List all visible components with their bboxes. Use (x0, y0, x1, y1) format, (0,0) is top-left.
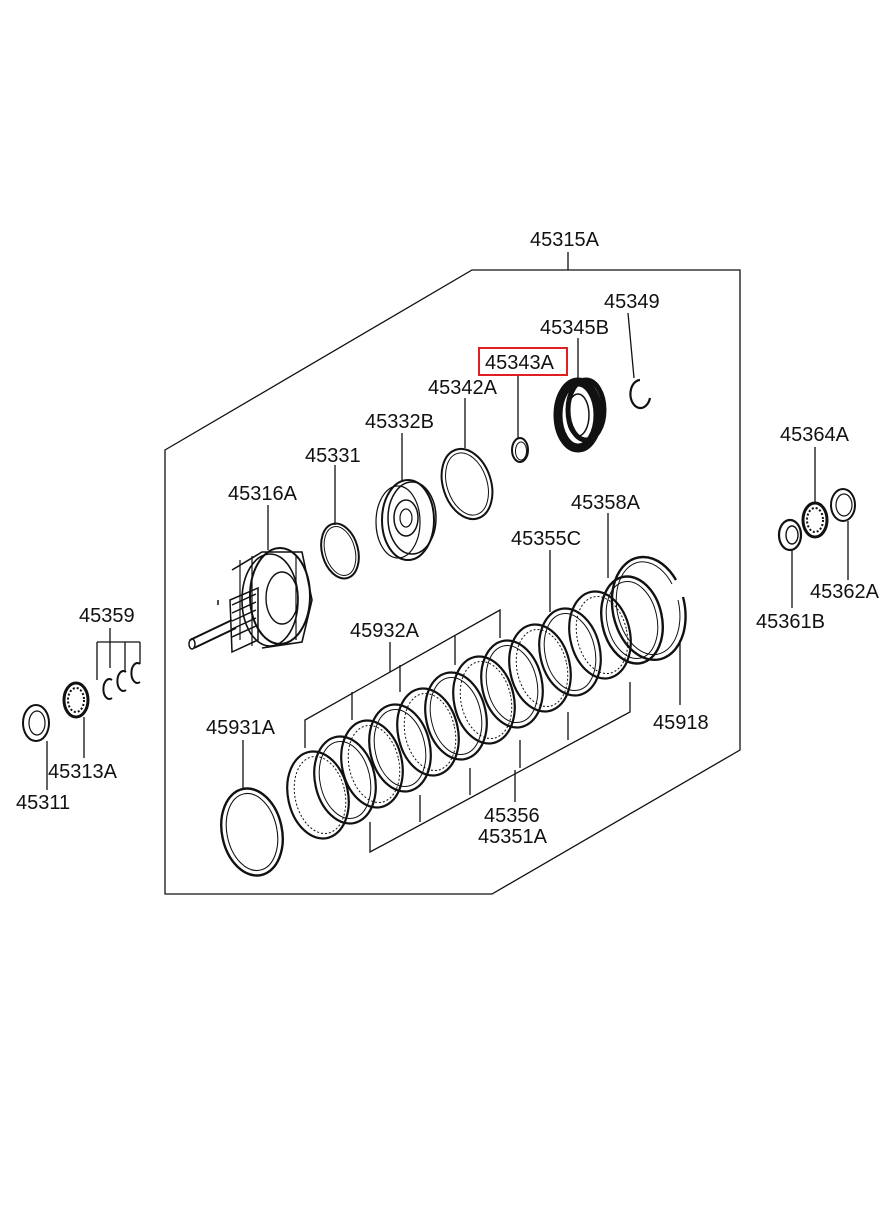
clutch-pack (214, 571, 671, 882)
part-45362A-washer[interactable] (830, 488, 856, 522)
label-45313A[interactable]: 45313A (48, 761, 118, 783)
part-45931A-plate[interactable] (214, 783, 291, 882)
clutch-plate-1-teeth (293, 755, 347, 835)
part-45313A-bearing[interactable] (62, 681, 90, 719)
clutch-plate-4-inner (373, 708, 427, 788)
label-45345B[interactable]: 45345B (540, 317, 609, 339)
label-45355C[interactable]: 45355C (511, 528, 581, 550)
clutch-plate-7[interactable] (446, 651, 523, 750)
label-45932A[interactable]: 45932A (350, 620, 420, 642)
label-45356[interactable]: 45356 (484, 805, 540, 827)
clutch-plate-9-teeth (515, 628, 569, 708)
part-45359-clips[interactable] (102, 662, 141, 700)
label-45342A[interactable]: 45342A (428, 377, 498, 399)
label-45343A[interactable]: 45343A (485, 352, 555, 374)
label-45362A[interactable]: 45362A (810, 581, 880, 603)
clutch-plate-4[interactable] (362, 699, 439, 798)
label-45349[interactable]: 45349 (604, 291, 660, 313)
label-45358A[interactable]: 45358A (571, 492, 641, 514)
clutch-plate-10[interactable] (532, 603, 609, 702)
label-45331[interactable]: 45331 (305, 445, 361, 467)
clutch-plate-8[interactable] (474, 635, 551, 734)
part-45358A-plate[interactable] (594, 571, 671, 670)
label-45931A[interactable]: 45931A (206, 717, 276, 739)
clutch-plate-2[interactable] (307, 731, 384, 830)
part-45343A-inner (515, 441, 527, 461)
label-45364A[interactable]: 45364A (780, 424, 850, 446)
highlight-box (478, 347, 568, 376)
part-45342A-o-ring[interactable] (433, 442, 501, 525)
clutch-plate-10-inner (543, 612, 597, 692)
label-45359[interactable]: 45359 (79, 605, 135, 627)
plate-45358A-inner (605, 580, 659, 660)
clutch-plate-8-inner (485, 644, 539, 724)
clutch-plate-9[interactable] (502, 619, 579, 718)
part-45918-inner (615, 561, 681, 656)
part-45349-snap-ring[interactable] (629, 378, 652, 410)
label-45351A[interactable]: 45351A (478, 826, 548, 848)
part-45361B-washer[interactable] (777, 518, 803, 552)
clutch-plate-7-teeth (459, 660, 513, 740)
plate-45931A-inner (225, 792, 279, 872)
clutch-plate-6-inner (429, 676, 483, 756)
label-45332B[interactable]: 45332B (365, 411, 434, 433)
label-45311[interactable]: 45311 (16, 792, 70, 814)
part-45918-snap-ring[interactable] (610, 555, 687, 662)
assembly-outline (164, 269, 741, 895)
label-45315A[interactable]: 45315A (530, 229, 600, 251)
part-labels: 45315A 45349 45345B 45343A 45342A 45332B… (16, 229, 880, 848)
part-45331-inner (323, 526, 357, 576)
clutch-plate-1[interactable] (280, 746, 357, 845)
part-45342A-inner (445, 452, 489, 516)
part-45311-washer[interactable] (22, 704, 50, 742)
clutch-plate-11-teeth (575, 595, 629, 675)
part-45331-o-ring[interactable] (315, 519, 364, 582)
clutch-plate-3-teeth (347, 724, 401, 804)
part-45316A-drum[interactable] (188, 547, 313, 654)
clutch-plate-11[interactable] (562, 586, 639, 685)
part-45345B-hub[interactable] (553, 377, 607, 453)
leader-lines (46, 312, 849, 854)
label-45918[interactable]: 45918 (653, 712, 709, 734)
clutch-plate-6[interactable] (418, 667, 495, 766)
clutch-plate-5[interactable] (390, 683, 467, 782)
label-45361B[interactable]: 45361B (756, 611, 825, 633)
part-45332B-piston[interactable] (375, 479, 437, 561)
clutch-plate-3[interactable] (334, 715, 411, 814)
clutch-plate-2-inner (318, 740, 372, 820)
part-45364A-bearing[interactable] (801, 501, 829, 539)
clutch-plate-5-teeth (403, 692, 457, 772)
part-45343A-seal-ring[interactable] (511, 437, 529, 463)
label-45316A[interactable]: 45316A (228, 483, 298, 505)
